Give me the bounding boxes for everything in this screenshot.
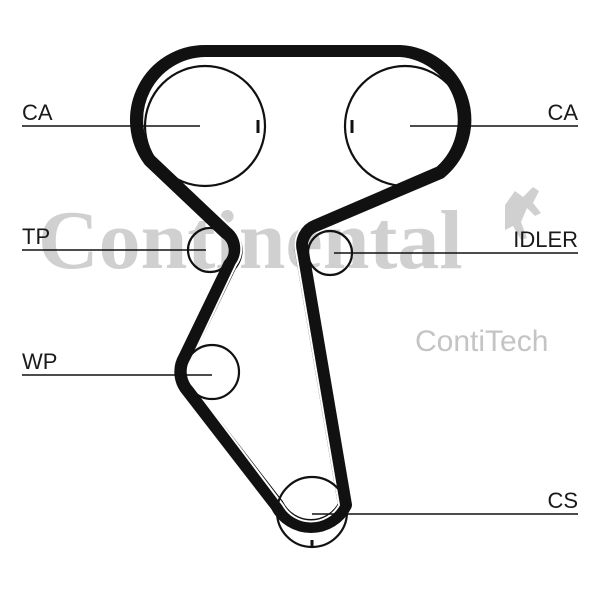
watermark-sub: ContiTech <box>415 325 548 358</box>
watermark: Continental ContiTech <box>38 187 548 358</box>
label-idler: IDLER <box>513 227 578 252</box>
label-ca-left: CA <box>22 100 53 125</box>
watermark-brand: Continental <box>38 194 463 287</box>
crankshaft-pulley <box>275 475 349 549</box>
label-wp: WP <box>22 349 57 374</box>
label-cs: CS <box>547 488 578 513</box>
label-tp: TP <box>22 224 50 249</box>
label-ca-right: CA <box>547 100 578 125</box>
timing-belt <box>130 45 472 533</box>
water-pump-pulley <box>183 343 241 401</box>
belt-inner-edge <box>143 57 458 523</box>
horse-logo-icon <box>505 187 541 240</box>
